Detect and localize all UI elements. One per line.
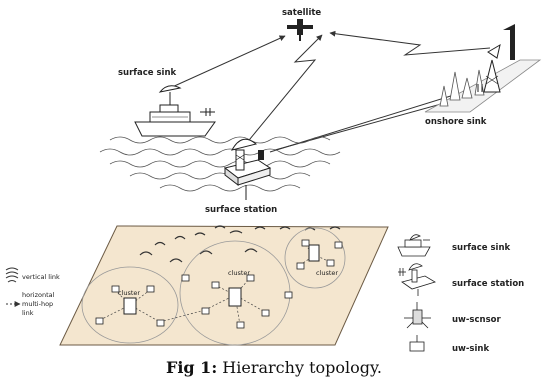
sensor-icon [95,239,343,329]
ship-to-satellite-link [169,35,286,89]
legend-surface-sink-icon [397,234,431,257]
surface-station-label: surface station [205,205,277,215]
legend-surface-station-icon [398,263,436,296]
uw-sink-icon [123,244,320,315]
station-to-satellite-zigzag-link [244,34,323,146]
buoy-station-icon [223,138,272,200]
onshore-sink-label: onshore sink [425,117,487,127]
legend-uw-sink-icon [409,335,425,352]
legend-horizontal-label-2: multi-hop [22,300,53,308]
legend-surface-station-label: surface station [452,279,524,289]
satellite-label: satellite [282,8,321,18]
figure-caption: Fig 1: Hierarchy topology. [0,358,548,377]
legend-vertical-link-icon [5,267,19,283]
legend-uw-sink-label: uw-sink [452,344,489,354]
legend-vertical-link-label: vertical link [22,273,60,281]
sea-surface [99,136,341,192]
caption-prefix: Fig 1: [165,358,218,377]
ship-icon [134,85,216,137]
seabed-plane [59,225,389,346]
cluster-b-label: cluster [228,269,250,277]
onshore-sink-icon [424,24,542,113]
legend-horizontal-label-1: horizontal [22,291,55,299]
vertical-link-arcs [139,225,341,263]
cluster-a-label: cluster [118,289,140,297]
legend-horizontal-label-3: link [22,309,34,317]
cluster-c-ring [284,227,346,289]
cluster-c-label: cluster [316,269,338,277]
surface-sink-label: surface sink [118,68,177,78]
onshore-to-satellite-link [329,30,491,56]
legend-uw-sensor-label: uw-scnsor [452,315,501,325]
legend-uw-sensor-icon [404,302,431,329]
cluster-a-ring [81,266,179,344]
caption-text: Hierarchy topology. [217,358,382,377]
satellite-icon [287,19,313,41]
legend-surface-sink-label: surface sink [452,243,511,253]
